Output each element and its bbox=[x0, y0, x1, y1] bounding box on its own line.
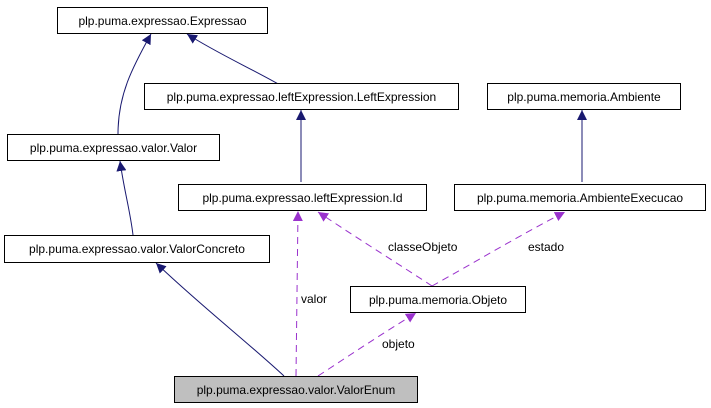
class-node-id[interactable]: plp.puma.expressao.leftExpression.Id bbox=[178, 184, 427, 211]
edge-valor-to-expressao bbox=[117, 33, 152, 135]
class-node-valor-enum[interactable]: plp.puma.expressao.valor.ValorEnum bbox=[174, 376, 418, 403]
class-node-valor-concreto[interactable]: plp.puma.expressao.valor.ValorConcreto bbox=[4, 235, 270, 263]
edge-leftexpression-to-expressao bbox=[186, 33, 281, 86]
edge-valorenum-to-valorconcreto bbox=[155, 262, 285, 377]
edge-label-classe-objeto: classeObjeto bbox=[388, 240, 458, 254]
class-node-ambiente[interactable]: plp.puma.memoria.Ambiente bbox=[487, 83, 681, 110]
class-node-valor[interactable]: plp.puma.expressao.valor.Valor bbox=[7, 134, 220, 161]
edge-objeto-to-ambienteexecucao bbox=[431, 211, 566, 287]
edge-valorconcreto-to-valor bbox=[116, 160, 134, 236]
edge-label-valor: valor bbox=[301, 292, 327, 306]
edge-label-estado: estado bbox=[528, 240, 564, 254]
class-node-objeto[interactable]: plp.puma.memoria.Objeto bbox=[350, 286, 526, 313]
edge-valorenum-to-id bbox=[292, 210, 303, 377]
class-node-ambiente-execucao[interactable]: plp.puma.memoria.AmbienteExecucao bbox=[454, 184, 706, 211]
edge-label-objeto: objeto bbox=[382, 337, 415, 351]
class-node-expressao[interactable]: plp.puma.expressao.Expressao bbox=[57, 7, 268, 34]
class-node-left-expression[interactable]: plp.puma.expressao.leftExpression.LeftEx… bbox=[144, 83, 459, 110]
edge-valorenum-to-objeto bbox=[317, 312, 417, 377]
edge-objeto-to-id bbox=[317, 211, 433, 287]
